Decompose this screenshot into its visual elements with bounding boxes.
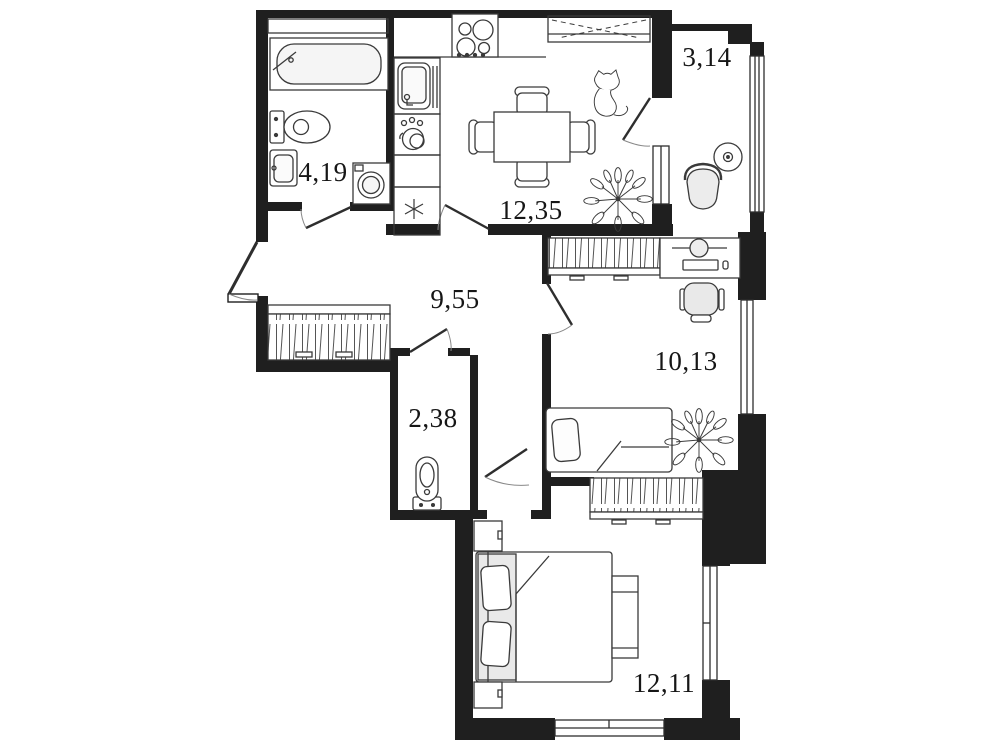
entrance-step-wall xyxy=(227,293,259,303)
duct xyxy=(267,18,389,34)
bedroom-wardrobe xyxy=(547,237,661,281)
office-chair xyxy=(679,282,725,323)
balcony-door xyxy=(621,97,652,147)
cabinet xyxy=(393,154,441,188)
stove xyxy=(451,13,499,58)
fridge xyxy=(393,186,441,236)
wc-door xyxy=(409,327,452,354)
dining-table xyxy=(493,111,571,163)
dining-table-set xyxy=(468,86,596,188)
hallway-area-label: 9,55 xyxy=(430,284,479,314)
single-bed xyxy=(545,407,673,473)
chair xyxy=(514,86,550,116)
tub-chair xyxy=(683,162,723,210)
nightstand xyxy=(473,520,503,552)
room-wc xyxy=(412,456,442,511)
chair xyxy=(468,119,498,155)
room-hallway xyxy=(267,304,391,361)
toilet xyxy=(269,110,331,144)
balcony-divider-window xyxy=(652,145,670,205)
doors xyxy=(227,97,652,486)
bedroom2-bottom-window xyxy=(554,719,665,737)
bedroom2-door xyxy=(484,448,530,486)
pillow xyxy=(480,564,512,612)
room-bathroom xyxy=(267,18,391,205)
upper-cabinet xyxy=(547,15,651,43)
hall-wardrobe xyxy=(267,304,391,361)
kitchen-area-label: 12,35 xyxy=(499,195,562,225)
balcony-glazing xyxy=(749,55,765,213)
chair xyxy=(514,158,550,188)
room-bedroom2 xyxy=(473,477,704,709)
bathroom-area-label: 4,19 xyxy=(298,157,347,187)
round-table xyxy=(713,142,743,172)
nightstand xyxy=(473,681,503,709)
balcony-area-label: 3,14 xyxy=(682,42,731,72)
room-balcony xyxy=(683,142,743,210)
washing-machine xyxy=(352,162,391,205)
bedroom-area-label: 10,13 xyxy=(654,346,717,376)
plant xyxy=(664,408,734,473)
desk xyxy=(659,237,741,279)
walls xyxy=(256,10,766,740)
kitchen-door xyxy=(437,203,490,231)
bench xyxy=(611,575,639,659)
bathroom-door xyxy=(300,205,352,230)
double-bed xyxy=(475,551,613,683)
desk-lamp xyxy=(689,238,709,258)
snowflake-icon xyxy=(404,199,424,219)
bedroom2-area-label: 12,11 xyxy=(633,668,695,698)
room-labels: 4,19 12,35 3,14 9,55 2,38 10,13 12,11 xyxy=(298,42,731,698)
room-kitchen xyxy=(393,13,653,236)
wc-area-label: 2,38 xyxy=(408,403,457,433)
kitchen-sink xyxy=(393,57,441,115)
plant xyxy=(583,167,653,232)
room-bedroom xyxy=(545,237,741,473)
keyboard xyxy=(682,259,719,271)
wc-toilet xyxy=(412,456,442,511)
pillow xyxy=(480,620,512,668)
chair xyxy=(566,119,596,155)
bedroom-door xyxy=(545,282,574,335)
entrance-door xyxy=(227,241,259,301)
mouse xyxy=(722,260,729,270)
bedroom2-wardrobe xyxy=(589,477,704,525)
bathtub xyxy=(269,37,389,91)
windows xyxy=(554,55,765,737)
kettle-unit xyxy=(393,113,441,156)
sink xyxy=(269,149,298,187)
bedroom2-side-window xyxy=(702,565,718,681)
cat xyxy=(593,69,629,117)
bedroom-window xyxy=(740,299,754,415)
